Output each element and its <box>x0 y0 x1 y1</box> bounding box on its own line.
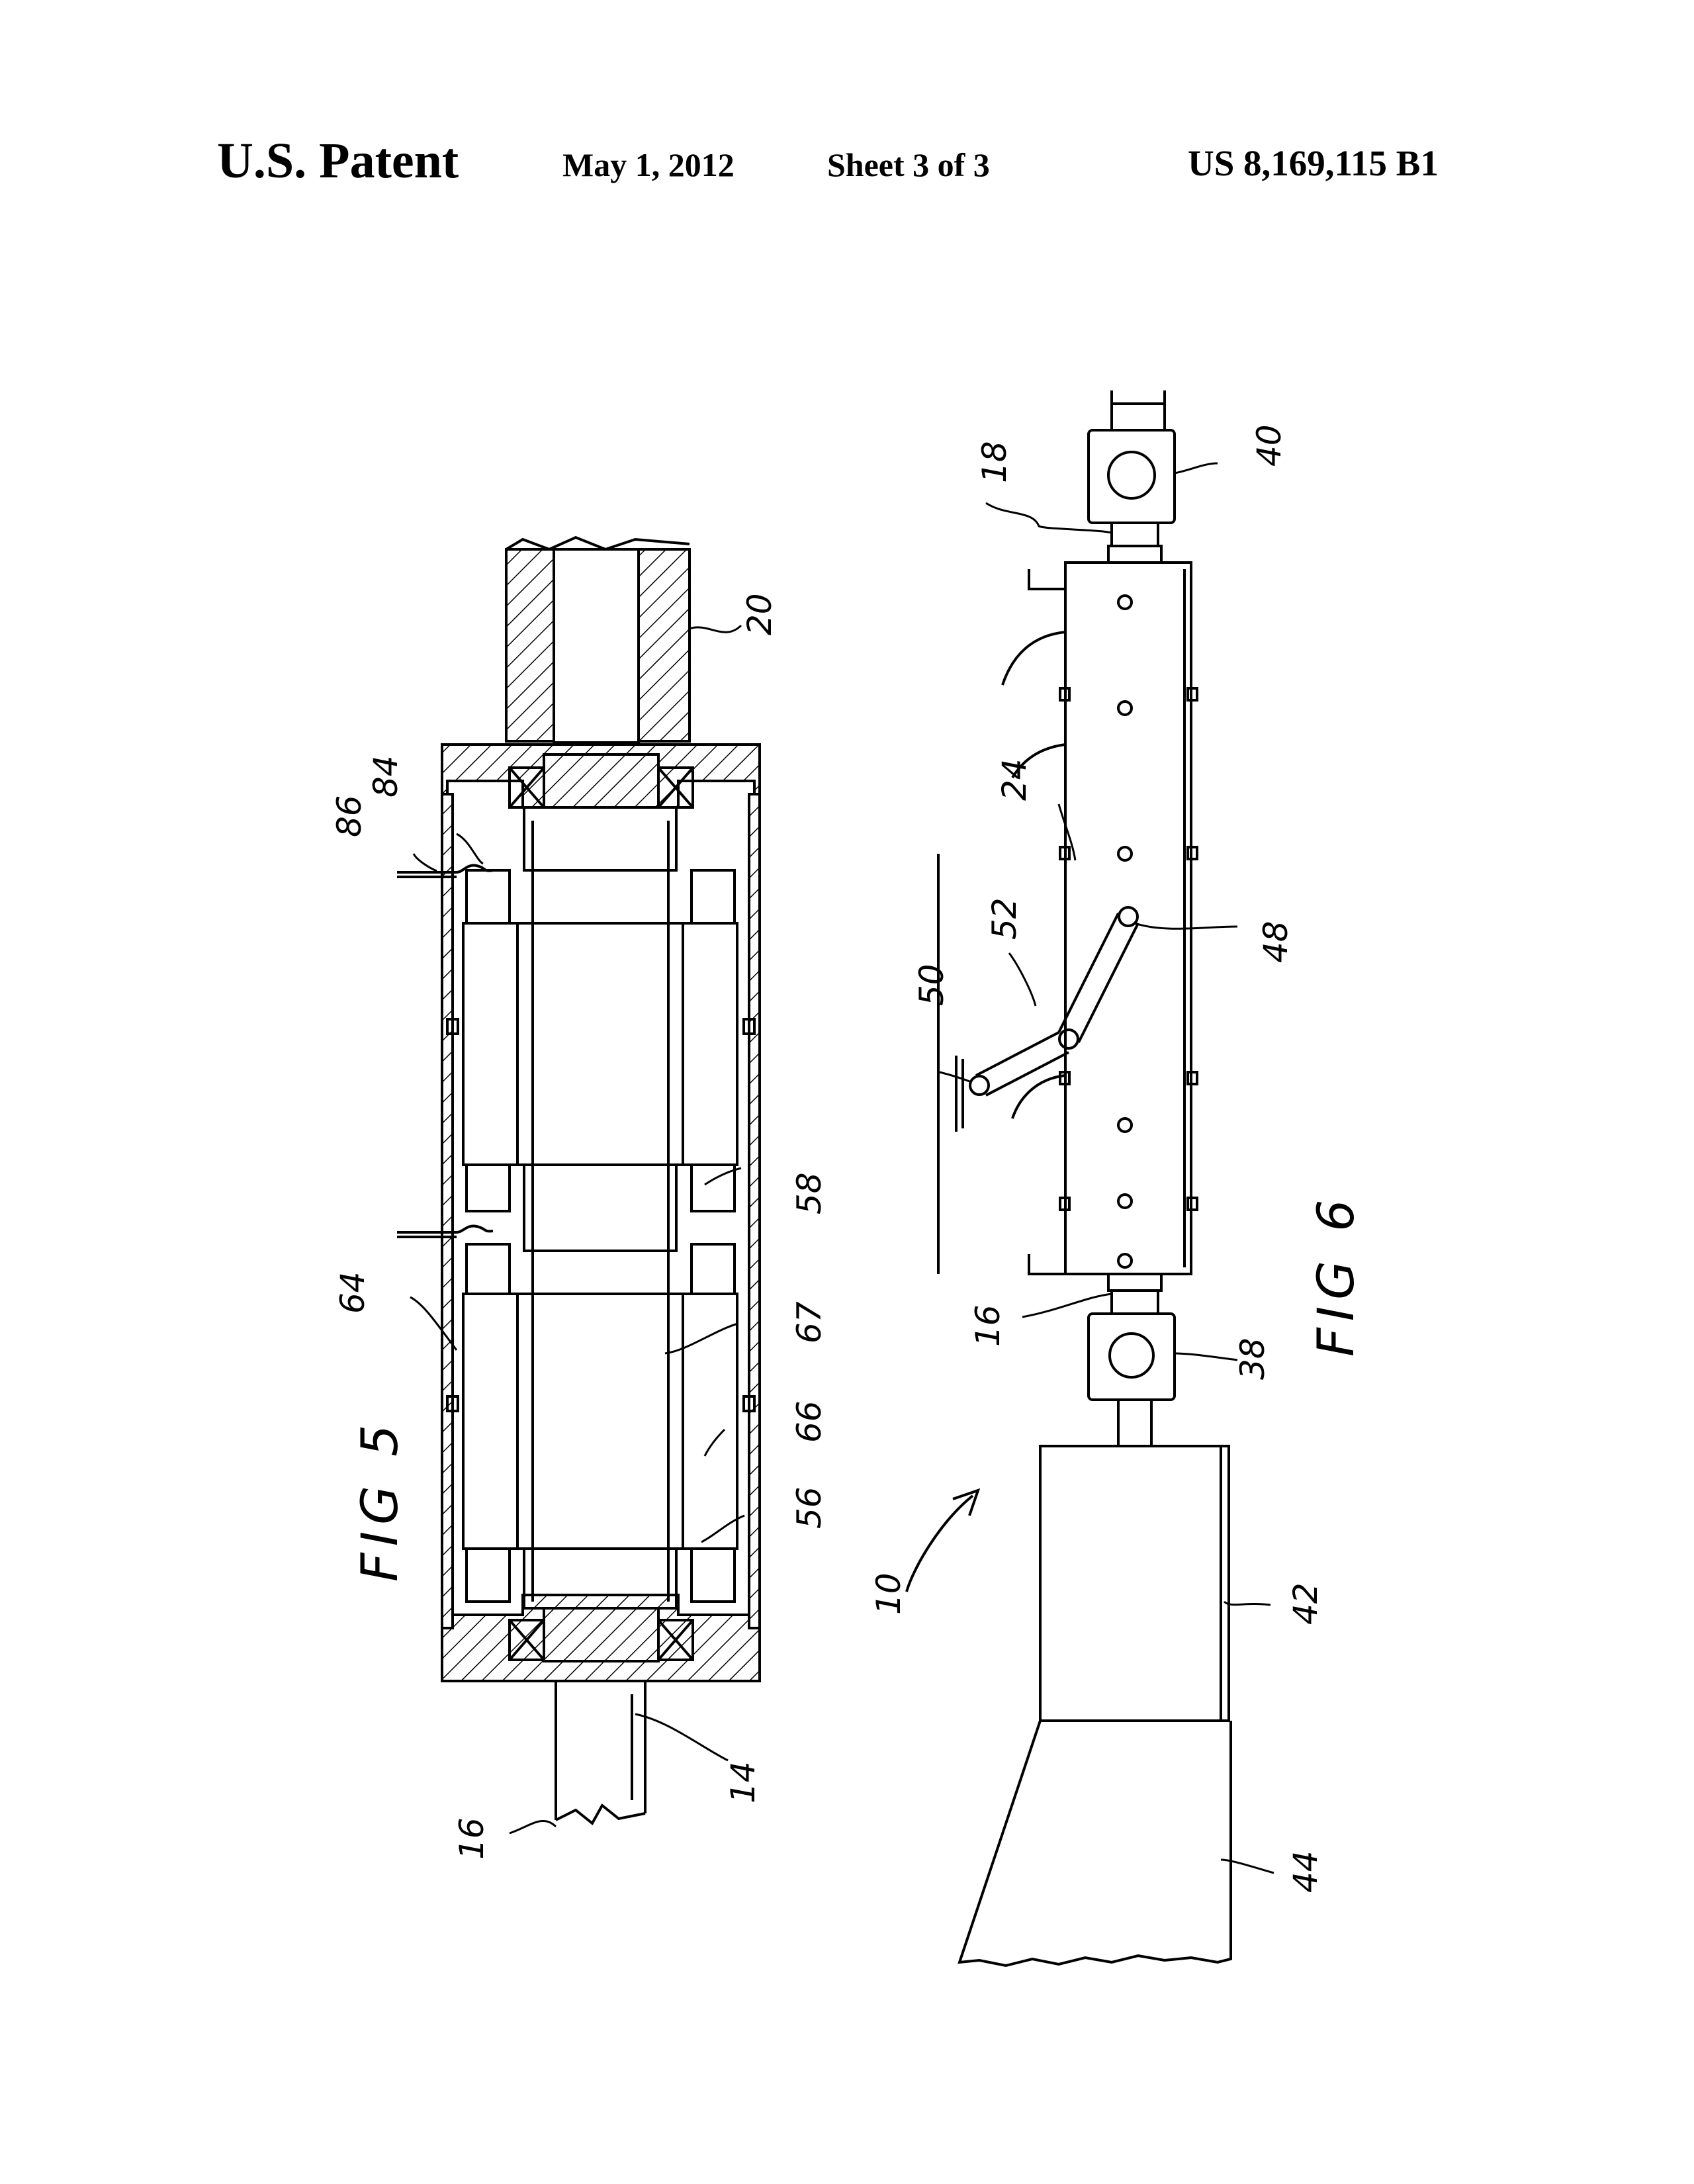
ref-50: 50 <box>913 964 951 1006</box>
ref-48: 48 <box>1257 921 1295 963</box>
ref-10: 10 <box>869 1572 908 1615</box>
output-shaft-14 <box>555 1681 646 1826</box>
patent-title: U.S. Patent <box>217 133 459 189</box>
ref-16-fig5: 16 <box>453 1817 491 1860</box>
gearbox-42 <box>1039 1445 1230 1722</box>
figure-5-caption: FIG 5 <box>350 1418 409 1582</box>
sheet-number: Sheet 3 of 3 <box>827 146 990 183</box>
stator-windings <box>446 869 756 1603</box>
roller-24 <box>1001 561 1198 1275</box>
coupling-40 <box>1087 390 1176 564</box>
page-header: U.S. Patent May 1, 2012 Sheet 3 of 3 US … <box>0 126 1694 205</box>
ref-56: 56 <box>790 1486 828 1529</box>
linkage-arm <box>937 854 1139 1274</box>
ref-58: 58 <box>790 1172 828 1214</box>
ref-40: 40 <box>1250 424 1288 467</box>
ref-16-fig6: 16 <box>969 1304 1007 1347</box>
ref-14: 14 <box>724 1761 762 1803</box>
fig6-labels: 18 40 24 52 50 48 16 38 10 42 44 FIG 6 <box>869 424 1365 1893</box>
ref-42: 42 <box>1286 1582 1325 1625</box>
ref-20: 20 <box>740 593 779 635</box>
bearings <box>508 766 694 1661</box>
fig6-leaders <box>939 462 1274 1874</box>
shaft-housing-20 <box>505 535 691 744</box>
arrow-10 <box>905 1488 981 1592</box>
lead-wires <box>397 864 494 1238</box>
ref-84: 84 <box>367 755 405 797</box>
motor-housing <box>441 743 761 1682</box>
fig5-labels: 20 84 86 58 64 67 66 56 14 16 FIG 5 <box>330 593 828 1860</box>
housing-44 <box>958 1720 1232 1968</box>
ref-44: 44 <box>1286 1850 1325 1893</box>
coupling-38 <box>1087 1273 1176 1447</box>
fig5-leaders <box>410 624 745 1835</box>
figure-5 <box>397 535 761 1835</box>
ref-64: 64 <box>334 1271 372 1314</box>
rotor-shaft <box>516 753 684 1662</box>
figure-6 <box>905 390 1274 1968</box>
ref-66: 66 <box>790 1400 828 1443</box>
patent-number: US 8,169,115 B1 <box>1188 143 1439 183</box>
ref-38: 38 <box>1233 1338 1272 1380</box>
ref-24: 24 <box>995 758 1034 801</box>
ref-52: 52 <box>985 897 1024 940</box>
patent-date: May 1, 2012 <box>562 146 735 183</box>
figure-6-caption: FIG 6 <box>1306 1193 1365 1357</box>
ref-18: 18 <box>975 441 1014 483</box>
ref-67: 67 <box>790 1301 828 1343</box>
ref-86: 86 <box>330 795 369 837</box>
